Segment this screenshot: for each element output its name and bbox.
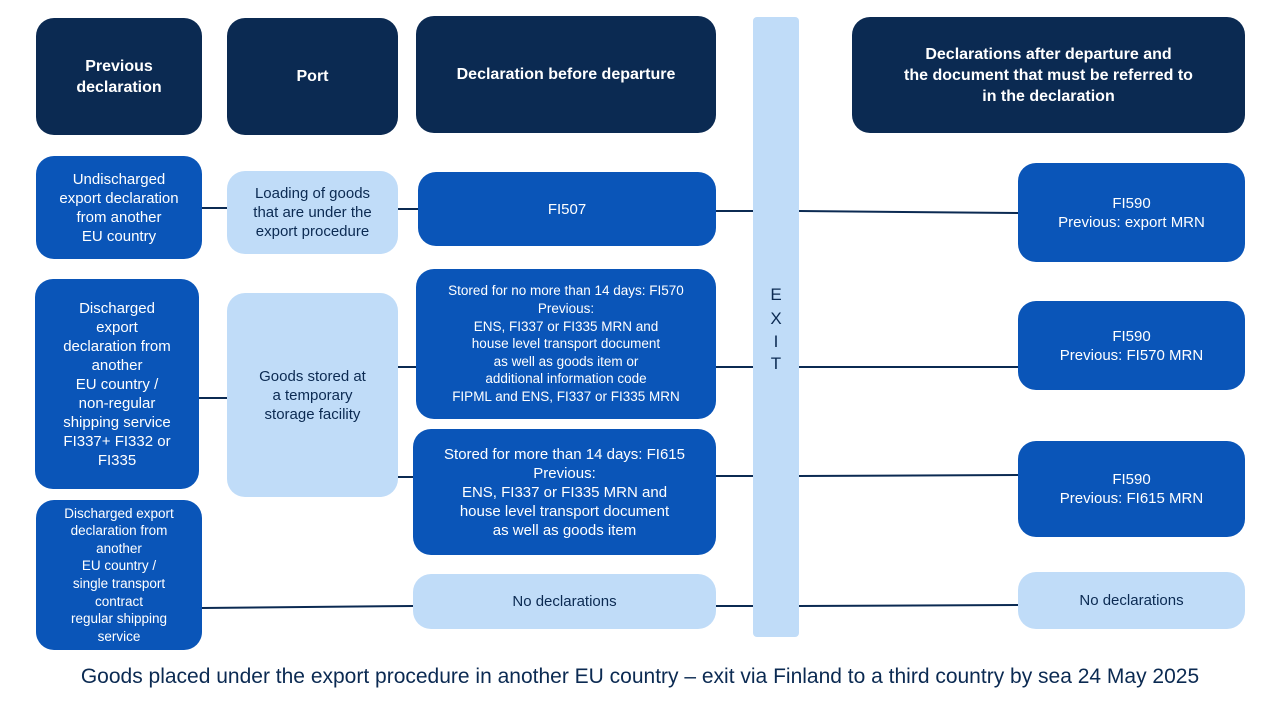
exit-bar: E X I T xyxy=(753,17,799,637)
after-fi590-fi615-mrn: FI590 Previous: FI615 MRN xyxy=(1018,441,1245,537)
exit-letter: I xyxy=(773,332,779,351)
header-declaration-before-departure: Declaration before departure xyxy=(416,16,716,133)
after-fi590-export-mrn: FI590 Previous: export MRN xyxy=(1018,163,1245,262)
declaration-fi507: FI507 xyxy=(418,172,716,246)
header-port: Port xyxy=(227,18,398,135)
connector-line xyxy=(798,604,1019,607)
previous-declaration-discharged-non-regular: Discharged export declaration from anoth… xyxy=(35,279,199,489)
exit-letter: E xyxy=(770,285,782,304)
previous-declaration-undischarged: Undischarged export declaration from ano… xyxy=(36,156,202,259)
footer-caption: Goods placed under the export procedure … xyxy=(80,665,1200,688)
after-fi590-fi570-mrn: FI590 Previous: FI570 MRN xyxy=(1018,301,1245,390)
header-declarations-after-departure: Declarations after departure and the doc… xyxy=(852,17,1245,133)
previous-declaration-discharged-regular: Discharged export declaration from anoth… xyxy=(36,500,202,650)
port-loading-of-goods: Loading of goods that are under the expo… xyxy=(227,171,398,254)
exit-letter: T xyxy=(770,354,782,373)
connector-line xyxy=(201,605,414,609)
connector-line xyxy=(798,210,1019,214)
header-previous-declaration: Previous declaration xyxy=(36,18,202,135)
declaration-fi615: Stored for more than 14 days: FI615 Prev… xyxy=(413,429,716,555)
connector-line xyxy=(798,474,1019,477)
port-temporary-storage: Goods stored at a temporary storage faci… xyxy=(227,293,398,497)
exit-letter: X xyxy=(770,309,782,328)
declaration-fi570: Stored for no more than 14 days: FI570 P… xyxy=(416,269,716,419)
declaration-none-before: No declarations xyxy=(413,574,716,629)
after-none: No declarations xyxy=(1018,572,1245,629)
